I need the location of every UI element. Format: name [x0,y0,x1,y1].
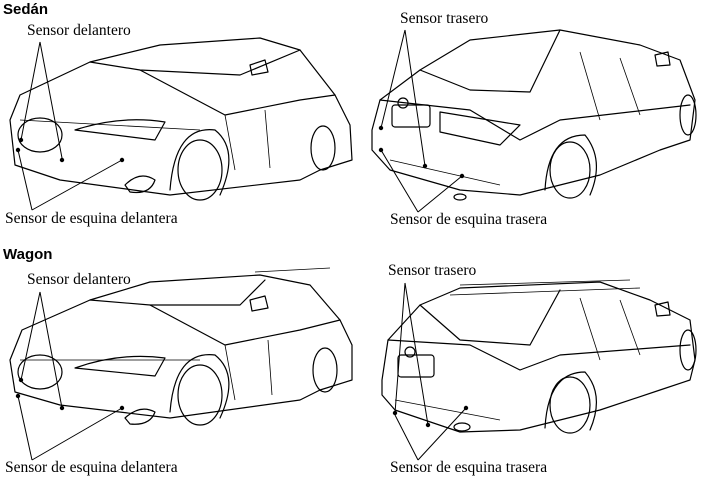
sedan-rear-illustration [371,29,697,201]
wagon-front-illustration [9,267,353,426]
label-rear-corner-sensor: Sensor de esquina trasera [390,211,548,228]
label-rear-sensor: Sensor trasero [388,262,477,279]
label-front-corner-sensor: Sensor de esquina delantera [5,210,178,227]
wagon-rear-illustration [381,279,697,434]
sedan-front-illustration [9,37,353,201]
section-title-sedan: Sedán [3,1,49,18]
label-rear-corner-sensor: Sensor de esquina trasera [390,459,548,476]
label-front-corner-sensor: Sensor de esquina delantera [5,459,178,476]
label-front-sensor: Sensor delantero [27,271,131,288]
section-title-wagon: Wagon [3,246,53,263]
label-rear-sensor: Sensor trasero [400,10,489,27]
leader-lines [17,29,467,461]
sensor-dots [15,125,469,428]
label-front-sensor: Sensor delantero [27,22,131,39]
